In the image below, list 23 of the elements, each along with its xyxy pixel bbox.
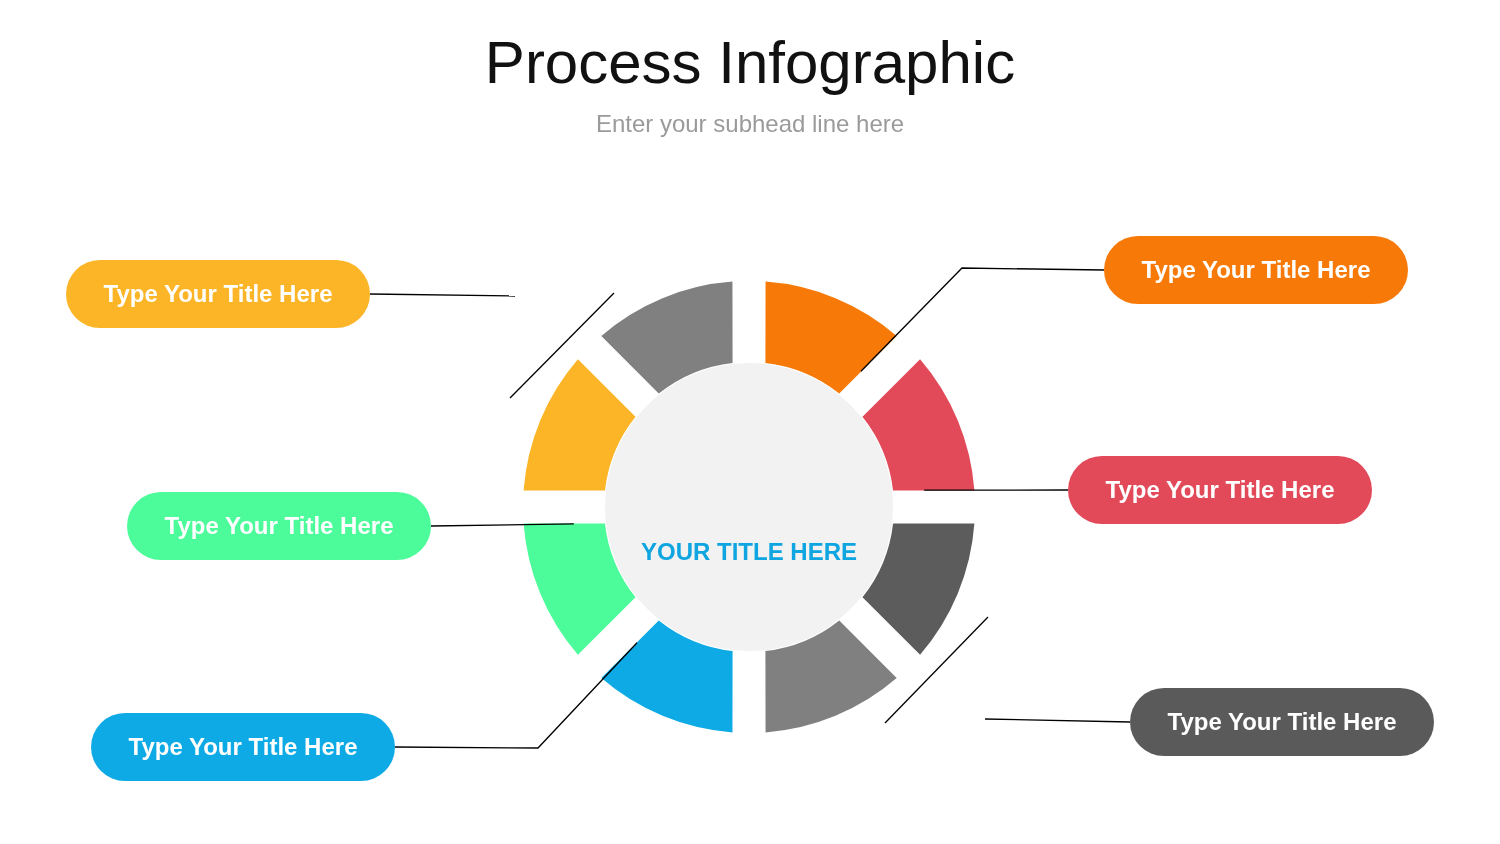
- ring-segment: [765, 620, 897, 733]
- ring-segment: [523, 523, 636, 655]
- leader-line: [394, 642, 638, 749]
- title-pill: Type Your Title Here: [1104, 236, 1408, 304]
- leader-line: [369, 293, 516, 297]
- ring-segment: [523, 359, 636, 491]
- title-pill: Type Your Title Here: [1130, 688, 1434, 756]
- subtitle: Enter your subhead line here: [595, 110, 905, 137]
- center-title: YOUR TITLE HERE: [641, 538, 857, 566]
- leader-line: [860, 267, 1105, 372]
- title-pill: Type Your Title Here: [1068, 456, 1372, 524]
- title-pill: Type Your Title Here: [127, 492, 431, 560]
- ring-segment: [862, 359, 975, 491]
- title-pill: Type Your Title Here: [91, 713, 395, 781]
- ring-segment: [765, 281, 897, 394]
- ring-segment: [601, 620, 733, 733]
- leader-line: [430, 523, 575, 527]
- leader-line: [923, 489, 1069, 491]
- title: Process Infographic: [484, 29, 1016, 96]
- title-pill: Type Your Title Here: [66, 260, 370, 328]
- ring-segment: [601, 281, 733, 394]
- leader-line: [984, 718, 1131, 723]
- ring-segment: [862, 523, 975, 655]
